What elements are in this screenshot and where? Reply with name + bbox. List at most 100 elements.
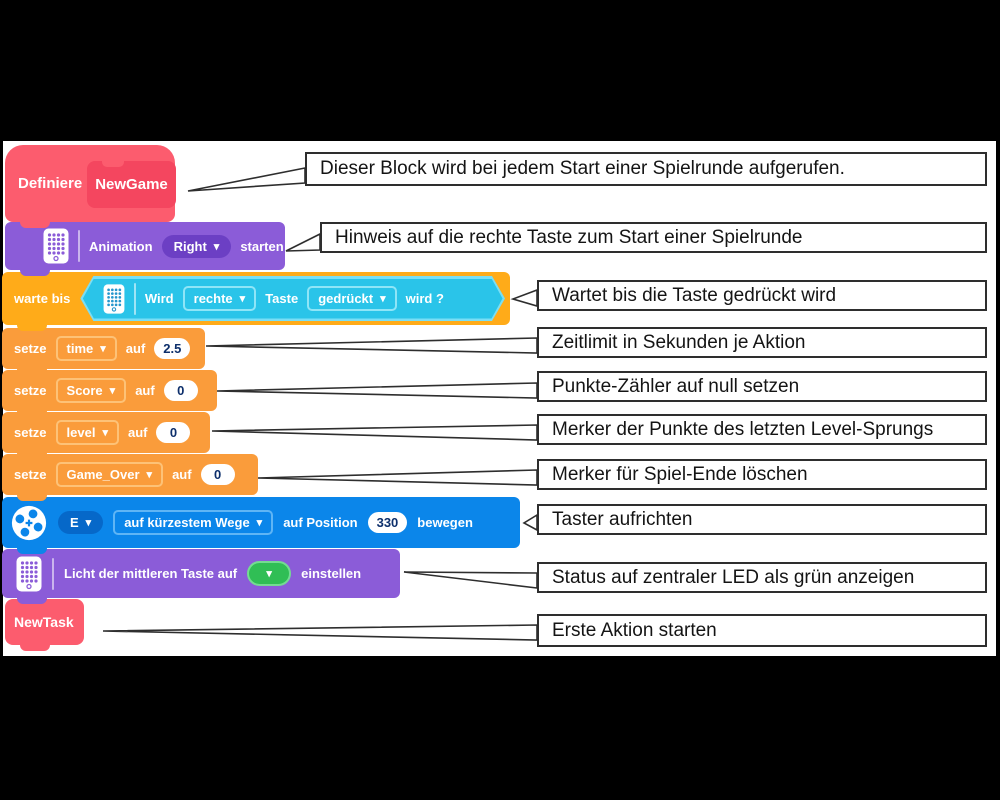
callout-time: Zeitlimit in Sekunden je Aktion: [537, 327, 987, 358]
callout-animation: Hinweis auf die rechte Taste zum Start e…: [320, 222, 987, 253]
set-preposition-label: auf: [127, 425, 148, 440]
callout-leader: [257, 469, 538, 486]
motor-port-dropdown[interactable]: E: [58, 511, 104, 534]
set-keyword-label: setze: [14, 425, 47, 440]
motor-mode-dropdown[interactable]: auf kürzestem Wege: [113, 510, 274, 535]
motor-icon: [11, 505, 47, 540]
callout-score: Punkte-Zähler auf null setzen: [537, 371, 987, 402]
frame-right: [996, 140, 1000, 657]
motor-port-value: E: [70, 515, 79, 530]
myblock-name-label: NewGame: [95, 176, 168, 193]
callout-text: Zeitlimit in Sekunden je Aktion: [552, 331, 806, 353]
callout-leader: [205, 337, 538, 354]
wait-label: warte bis: [14, 291, 71, 306]
variable-dropdown[interactable]: Score: [55, 378, 127, 403]
animation-block[interactable]: Animation Right starten: [5, 222, 285, 276]
button-side-value: rechte: [193, 291, 233, 306]
button-state-value: gedrückt: [318, 291, 374, 306]
motor-mode-value: auf kürzestem Wege: [124, 515, 250, 530]
set-variable-time-block[interactable]: setze time auf 2.5: [2, 328, 205, 375]
motor-position-label: auf Position: [283, 515, 358, 530]
condition-suffix-label: wird ?: [405, 291, 444, 306]
callout-motor: Taster aufrichten: [537, 504, 987, 535]
motor-suffix-label: bewegen: [417, 515, 473, 530]
variable-dropdown[interactable]: time: [55, 336, 117, 361]
color-dropdown-green[interactable]: [247, 561, 292, 586]
value-input[interactable]: 2.5: [154, 338, 191, 359]
condition-prefix-label: Wird: [144, 291, 174, 306]
callout-text: Dieser Block wird bei jedem Start einer …: [320, 158, 845, 179]
callout-wait: Wartet bis die Taste gedrückt wird: [537, 280, 987, 311]
condition-middle-label: Taste: [265, 291, 299, 306]
block-separator: [134, 283, 136, 315]
hub-device-icon: [103, 284, 125, 314]
value-input[interactable]: 0: [156, 422, 191, 443]
frame-left: [0, 140, 3, 657]
callout-gameover: Merker für Spiel-Ende löschen: [537, 459, 987, 490]
callout-light: Status auf zentraler LED als grün anzeig…: [537, 562, 987, 593]
callout-newtask: Erste Aktion starten: [537, 614, 987, 647]
callout-leader: [522, 513, 538, 532]
variable-name: time: [66, 341, 94, 356]
callout-leader: [285, 232, 321, 252]
variable-name: level: [66, 425, 96, 440]
wait-until-block[interactable]: warte bis Wird rechte: [2, 272, 510, 331]
callout-text: Taster aufrichten: [552, 508, 693, 530]
callout-text: Merker der Punkte des letzten Level-Spru…: [552, 418, 934, 440]
set-keyword-label: setze: [14, 383, 47, 398]
button-state-dropdown[interactable]: gedrückt: [307, 286, 396, 311]
callout-level: Merker der Punkte des letzten Level-Spru…: [537, 414, 987, 445]
set-keyword-label: setze: [14, 467, 47, 482]
variable-name: Game_Over: [66, 467, 140, 482]
callout-text: Punkte-Zähler auf null setzen: [552, 375, 800, 397]
letterbox-bottom: [0, 656, 1000, 800]
newtask-call-block[interactable]: NewTask: [5, 599, 84, 651]
block-separator: [78, 230, 80, 262]
variable-dropdown[interactable]: level: [55, 420, 119, 445]
center-button-light-block[interactable]: Licht der mittleren Taste auf einstellen: [2, 549, 400, 604]
callout-text: Hinweis auf die rechte Taste zum Start e…: [335, 226, 803, 248]
value-input[interactable]: 0: [200, 464, 235, 485]
callout-leader: [510, 288, 538, 308]
value-text: 0: [169, 425, 178, 440]
set-variable-gameover-block[interactable]: setze Game_Over auf 0: [2, 454, 258, 501]
callout-leader: [216, 382, 538, 399]
value-text: 2.5: [163, 341, 182, 356]
variable-name: Score: [66, 383, 103, 398]
position-value-input[interactable]: 330: [367, 512, 408, 533]
callout-leader: [102, 624, 538, 641]
block-separator: [52, 557, 54, 590]
animation-label: Animation: [89, 238, 153, 254]
callout-leader: [187, 167, 306, 192]
variable-dropdown[interactable]: Game_Over: [55, 462, 164, 487]
motor-go-to-position-block[interactable]: E auf kürzestem Wege auf Position 330 be…: [2, 497, 520, 554]
animation-dropdown[interactable]: Right: [161, 234, 232, 258]
light-label: Licht der mittleren Taste auf: [64, 566, 238, 581]
callout-leader: [211, 424, 538, 441]
callout-leader: [403, 571, 538, 589]
callout-define: Dieser Block wird bei jedem Start einer …: [305, 152, 987, 186]
callout-text: Status auf zentraler LED als grün anzeig…: [552, 566, 915, 588]
callout-text: Erste Aktion starten: [552, 619, 717, 641]
position-value-text: 330: [376, 515, 399, 530]
set-variable-level-block[interactable]: setze level auf 0: [2, 412, 210, 459]
condition-hexagon[interactable]: Wird rechte Taste gedrückt wird ?: [80, 276, 505, 321]
callout-text: Merker für Spiel-Ende löschen: [552, 463, 808, 485]
value-text: 0: [177, 383, 185, 398]
set-preposition-label: auf: [125, 341, 146, 356]
set-preposition-label: auf: [135, 383, 155, 398]
callout-text: Wartet bis die Taste gedrückt wird: [552, 284, 837, 306]
button-side-dropdown[interactable]: rechte: [183, 286, 257, 311]
define-hat-block[interactable]: Definiere NewGame: [5, 145, 176, 228]
hub-device-icon: [16, 556, 42, 591]
value-input[interactable]: 0: [163, 380, 198, 401]
set-preposition-label: auf: [172, 467, 192, 482]
animation-dropdown-value: Right: [173, 238, 207, 254]
set-variable-score-block[interactable]: setze Score auf 0: [2, 370, 217, 417]
define-prototype-block: NewGame: [87, 161, 176, 208]
value-text: 0: [213, 467, 222, 482]
call-block-label: NewTask: [14, 614, 74, 630]
letterbox-top: [0, 0, 1000, 141]
light-suffix-label: einstellen: [301, 566, 362, 581]
